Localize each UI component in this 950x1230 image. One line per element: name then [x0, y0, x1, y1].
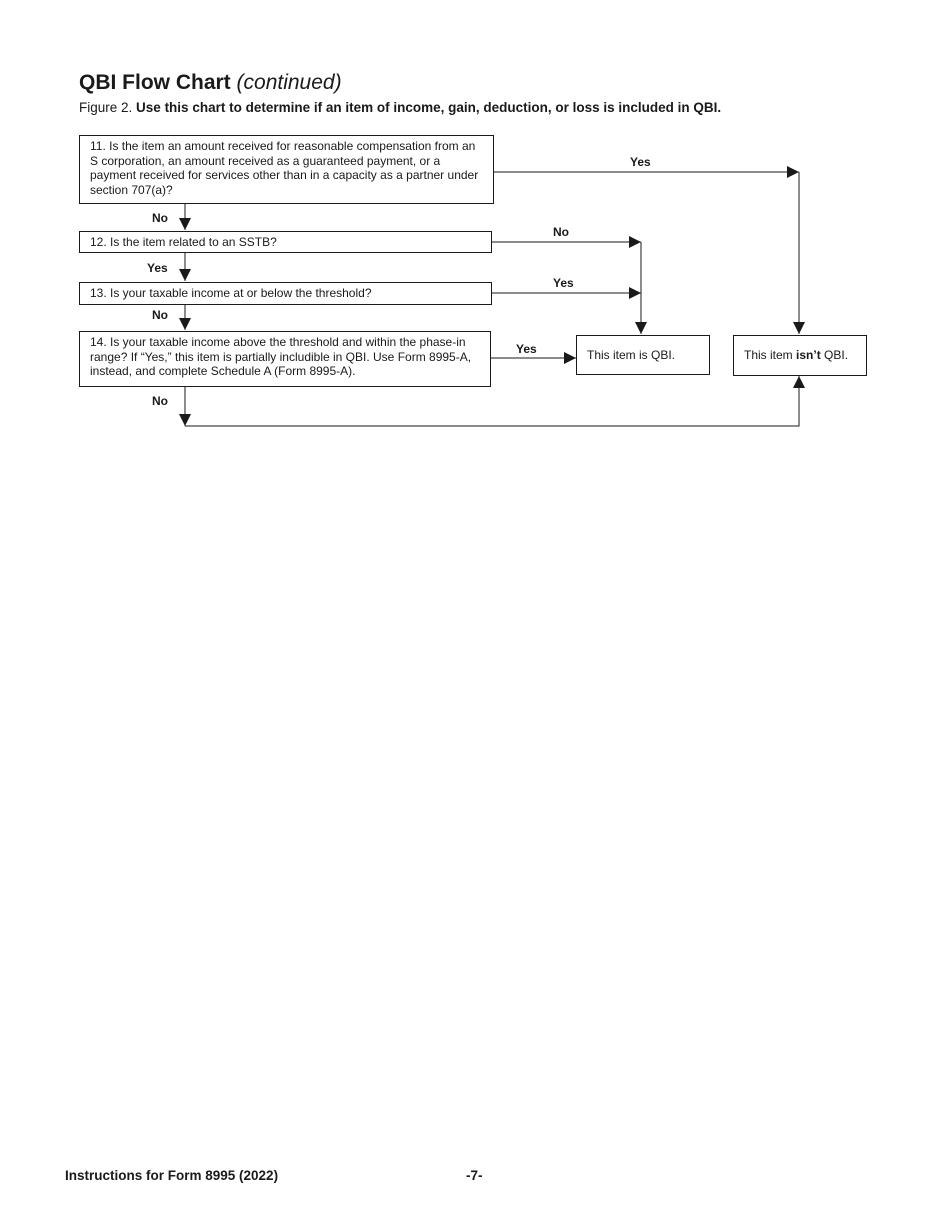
title-continued: (continued) — [236, 71, 342, 94]
label-q12-yes: Yes — [147, 261, 168, 275]
figure-caption-line: Figure 2. Use this chart to determine if… — [79, 99, 721, 116]
question-13-text: 13. Is your taxable income at or below t… — [90, 286, 372, 301]
outcome-not-qbi-box: This item isn’t QBI. — [733, 335, 867, 376]
outcome-is-qbi-text: This item is QBI. — [587, 347, 676, 362]
label-q13-yes: Yes — [553, 276, 574, 290]
footer-page-number: -7- — [466, 1168, 483, 1183]
label-q12-no: No — [553, 225, 569, 239]
question-14-box: 14. Is your taxable income above the thr… — [79, 331, 491, 387]
footer-form-name: Instructions for Form 8995 (2022) — [65, 1168, 279, 1183]
question-12-box: 12. Is the item related to an SSTB? — [79, 231, 492, 253]
title-main: QBI Flow Chart — [79, 71, 231, 94]
label-q11-yes: Yes — [630, 155, 651, 169]
question-13-box: 13. Is your taxable income at or below t… — [79, 282, 492, 305]
label-q13-no: No — [152, 308, 168, 322]
figure-label: Figure 2. — [79, 100, 133, 115]
label-q14-yes: Yes — [516, 342, 537, 356]
question-11-text: 11. Is the item an amount received for r… — [90, 139, 479, 197]
figure-caption: Use this chart to determine if an item o… — [136, 100, 722, 115]
outcome-is-qbi-box: This item is QBI. — [576, 335, 710, 375]
label-q11-no: No — [152, 211, 168, 225]
question-12-text: 12. Is the item related to an SSTB? — [90, 234, 277, 249]
outcome-not-qbi-prefix: This item — [744, 348, 797, 363]
edge-q14-no-bottom — [185, 376, 805, 427]
question-14-text: 14. Is your taxable income above the thr… — [90, 335, 472, 378]
label-q14-no: No — [152, 394, 168, 408]
outcome-not-qbi-bold: isn’t — [796, 348, 821, 363]
outcome-not-qbi-suffix: QBI. — [820, 348, 849, 363]
question-11-box: 11. Is the item an amount received for r… — [79, 135, 494, 204]
outcome-not-qbi-text: This item isn’t QBI. — [744, 348, 848, 363]
page-title: QBI Flow Chart (continued) — [79, 70, 342, 96]
